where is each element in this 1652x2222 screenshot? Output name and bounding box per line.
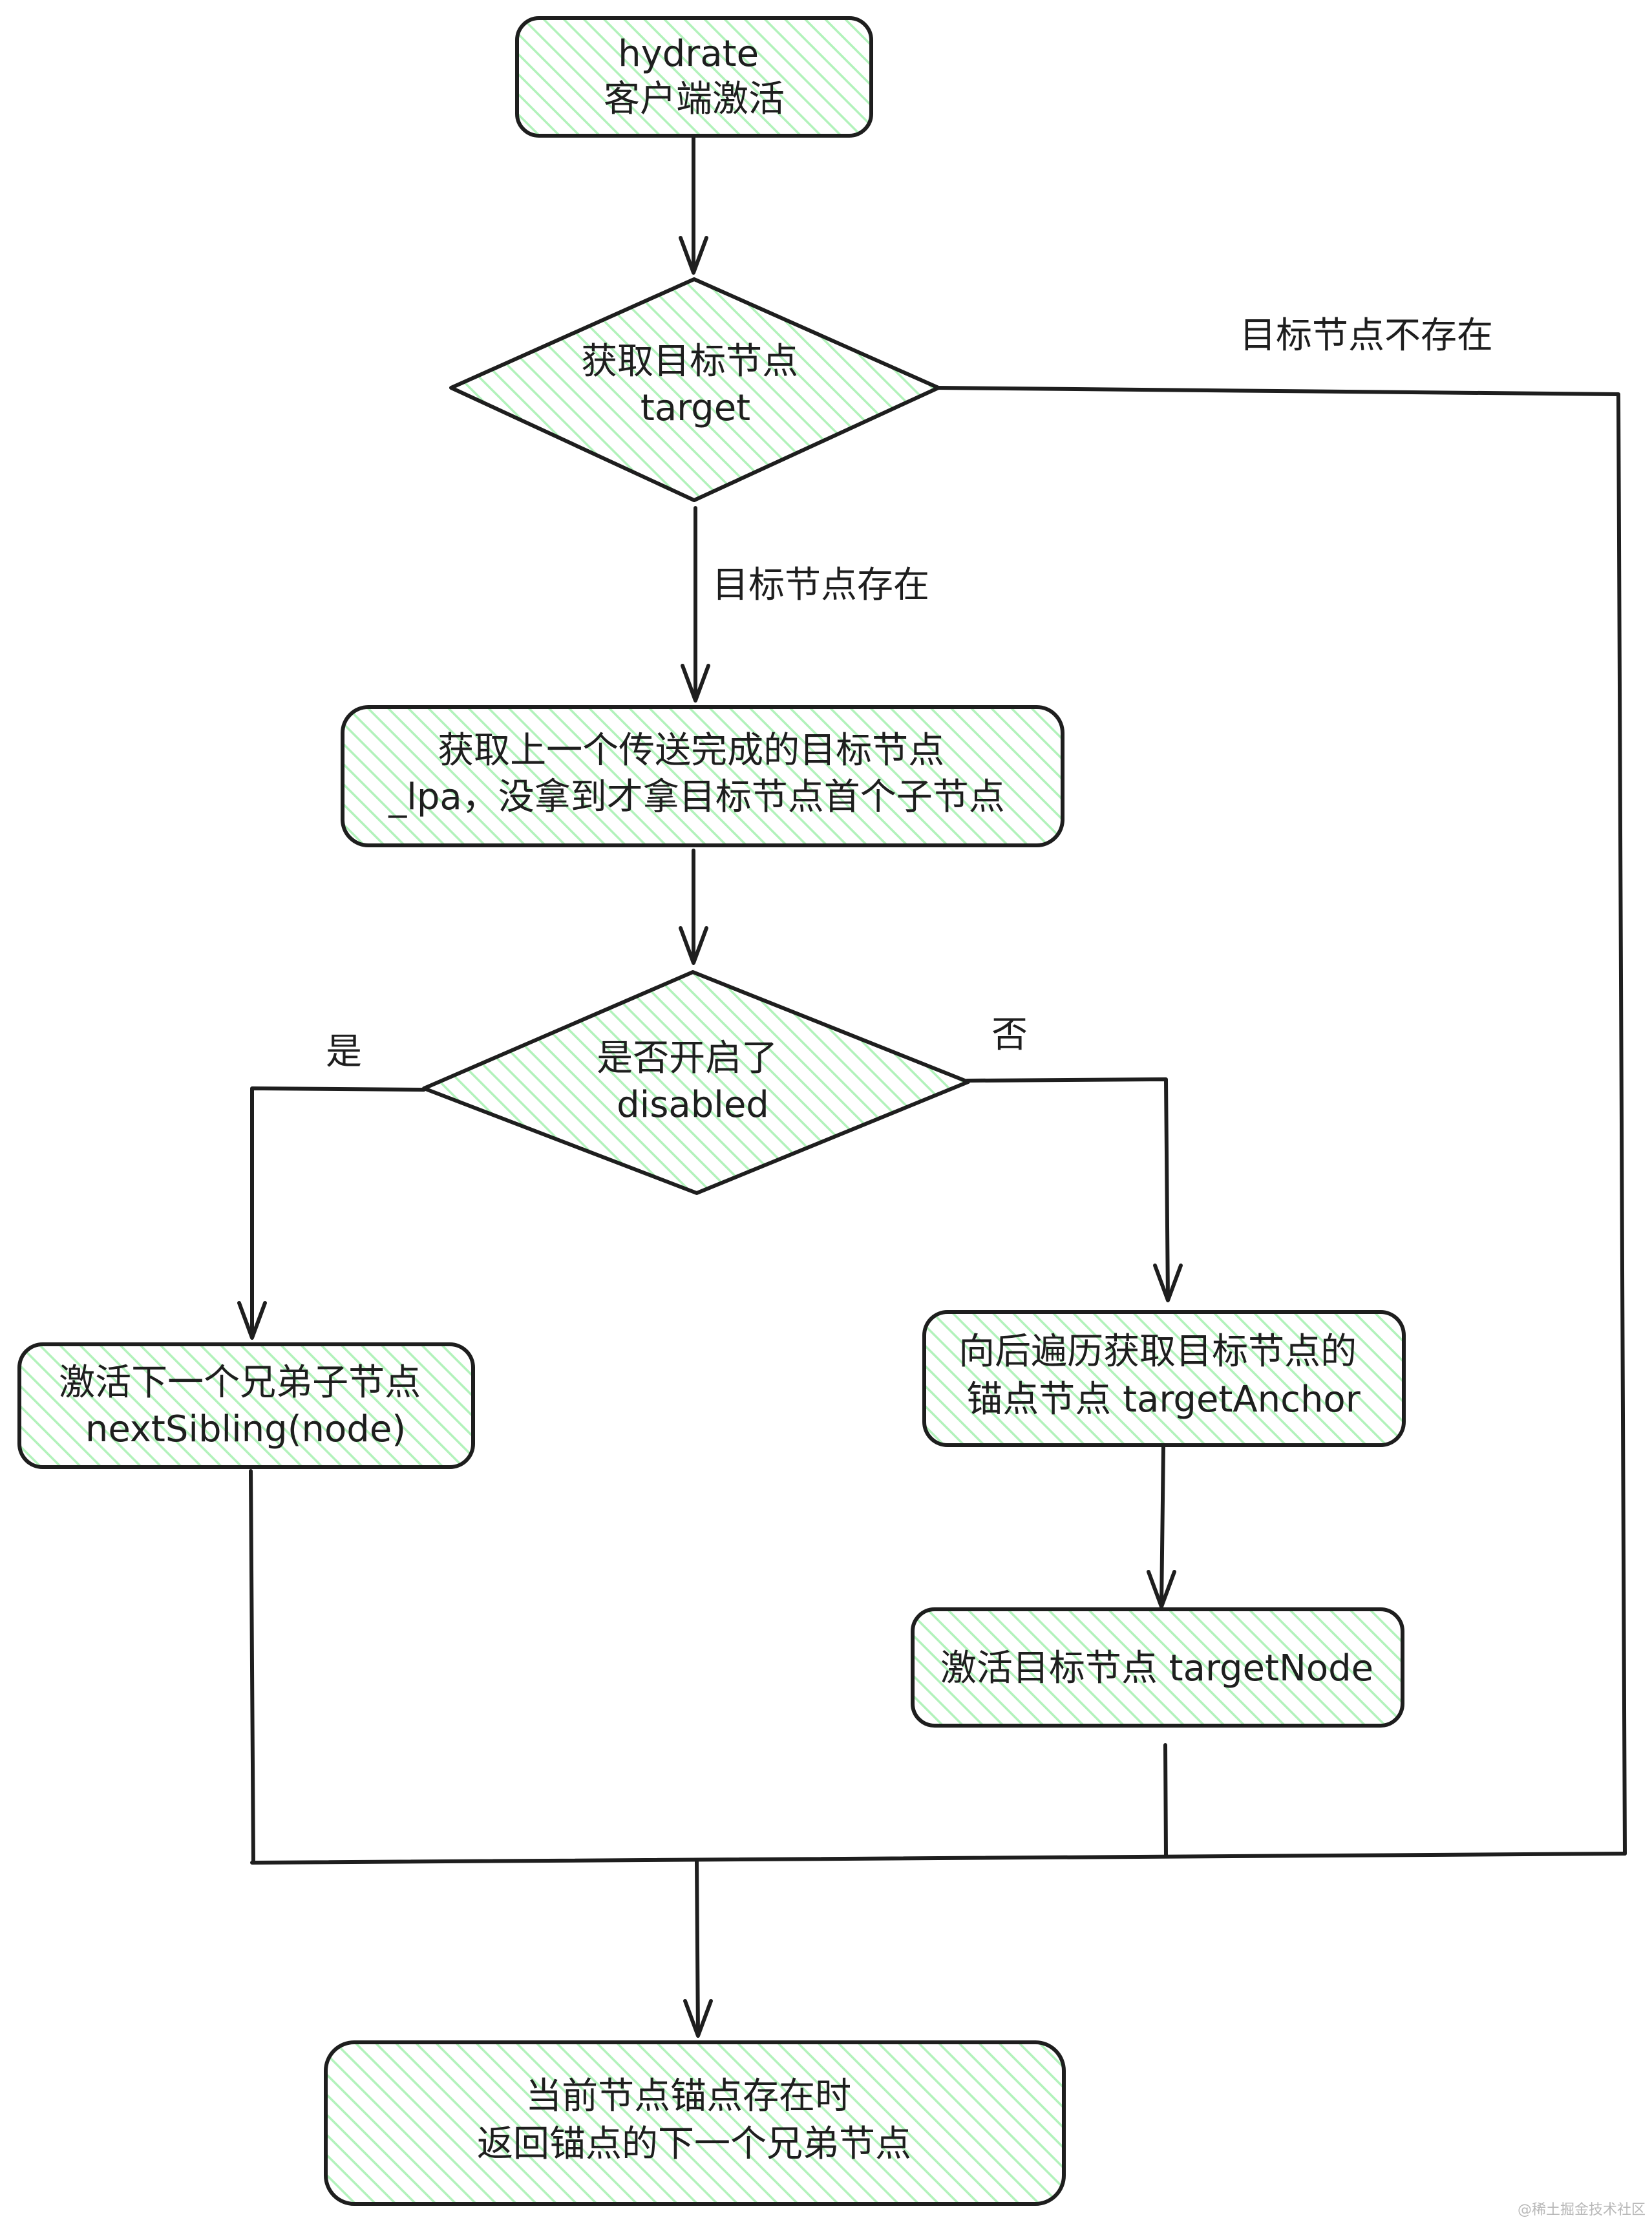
svg-text:获取目标节点 target: 获取目标节点 target — [581, 341, 810, 429]
svg-text:激活下一个兄弟子节点 nextSibling(n: 激活下一个兄弟子节点 nextSibling(node) — [59, 1362, 432, 1450]
node-get-lpa: 获取上一个传送完成的目标节点 _lpa，没拿到才拿目标节点首个子节点 — [341, 705, 1064, 847]
node-next-sibling-line-2: nextSibling(node) — [85, 1408, 406, 1450]
node-get-lpa-line-1: 获取上一个传送完成的目标节点 — [438, 730, 944, 772]
svg-text:当前节点锚点存在时 返回锚点的下一个兄弟节点: 当前节点锚点存在时 返回锚点的下一个兄弟节点 — [477, 2075, 911, 2165]
node-hydrate: hydrate 客户端激活 — [515, 16, 873, 138]
node-target-anchor: 向后遍历获取目标节点的 锚点节点 targetAnchor — [922, 1310, 1406, 1447]
edge-label-yes: 是 — [326, 1031, 362, 1073]
arrowhead-return — [683, 1999, 713, 2038]
node-target-node: 激活目标节点 targetNode — [911, 1607, 1404, 1728]
edge-label-target-missing: 目标节点不存在 — [1240, 315, 1493, 357]
arrowhead-target — [679, 236, 708, 275]
node-disabled-line-1: 是否开启了 — [597, 1037, 778, 1079]
node-get-target: 获取目标节点 target — [449, 277, 940, 502]
node-disabled-check: 是否开启了 disabled — [422, 970, 970, 1195]
node-next-sibling: 激活下一个兄弟子节点 nextSibling(node) — [17, 1342, 475, 1469]
svg-text:向后遍历获取目标节点的 锚点节点 targetA: 向后遍历获取目标节点的 锚点节点 targetAnchor — [958, 1331, 1368, 1421]
edge-label-no: 否 — [991, 1014, 1028, 1056]
merge-line — [250, 1852, 1627, 1865]
arrowhead-target-anchor — [1153, 1264, 1183, 1302]
node-disabled-line-2: disabled — [617, 1084, 769, 1126]
edge-label-target-exists: 目标节点存在 — [712, 564, 929, 606]
node-get-target-line-1: 获取目标节点 — [581, 341, 798, 383]
node-target-anchor-line-2: 锚点节点 targetAnchor — [966, 1379, 1361, 1421]
node-return-anchor-line-1: 当前节点锚点存在时 — [525, 2075, 851, 2117]
edge-disabled-no — [965, 1077, 1170, 1301]
svg-text:hydrate 客户端激活: hydrate 客户端激活 — [604, 33, 785, 120]
node-hydrate-line-1: hydrate — [618, 33, 759, 75]
node-hydrate-line-2: 客户端激活 — [604, 78, 785, 120]
arrowhead-disabled — [679, 926, 708, 965]
edge-merge-to-return — [695, 1859, 700, 2037]
edge-next-sibling-down — [249, 1469, 255, 1865]
arrowhead-target-node — [1147, 1570, 1176, 1609]
edge-disabled-yes — [250, 1086, 426, 1338]
arrowhead-lpa — [681, 664, 710, 703]
svg-text:是否开启了 disabled: 是否开启了 disabled — [597, 1037, 789, 1126]
node-next-sibling-line-1: 激活下一个兄弟子节点 — [59, 1362, 421, 1404]
node-return-anchor-line-2: 返回锚点的下一个兄弟节点 — [477, 2123, 911, 2165]
arrowhead-next-sibling — [237, 1301, 267, 1340]
node-get-lpa-line-2: _lpa，没拿到才拿目标节点首个子节点 — [388, 776, 1004, 818]
node-get-target-line-2: target — [641, 387, 750, 429]
svg-text:获取上一个传送完成的目标节点 _lpa，没拿到才: 获取上一个传送完成的目标节点 _lpa，没拿到才拿目标节点首个子节点 — [388, 730, 1004, 818]
edge-target-missing — [934, 386, 1627, 1856]
node-target-node-line-1: 激活目标节点 targetNode — [940, 1647, 1373, 1689]
edge-target-node-down — [1163, 1743, 1168, 1858]
svg-text:激活目标节点 targetNode: 激活目标节点 targetNode — [940, 1647, 1373, 1689]
connectors — [237, 135, 1627, 2038]
edge-anchor-to-node — [1160, 1444, 1165, 1607]
node-return-anchor: 当前节点锚点存在时 返回锚点的下一个兄弟节点 — [324, 2040, 1066, 2206]
watermark: @稀土掘金技术社区 — [1518, 2202, 1646, 2218]
node-target-anchor-line-1: 向后遍历获取目标节点的 — [958, 1331, 1357, 1373]
